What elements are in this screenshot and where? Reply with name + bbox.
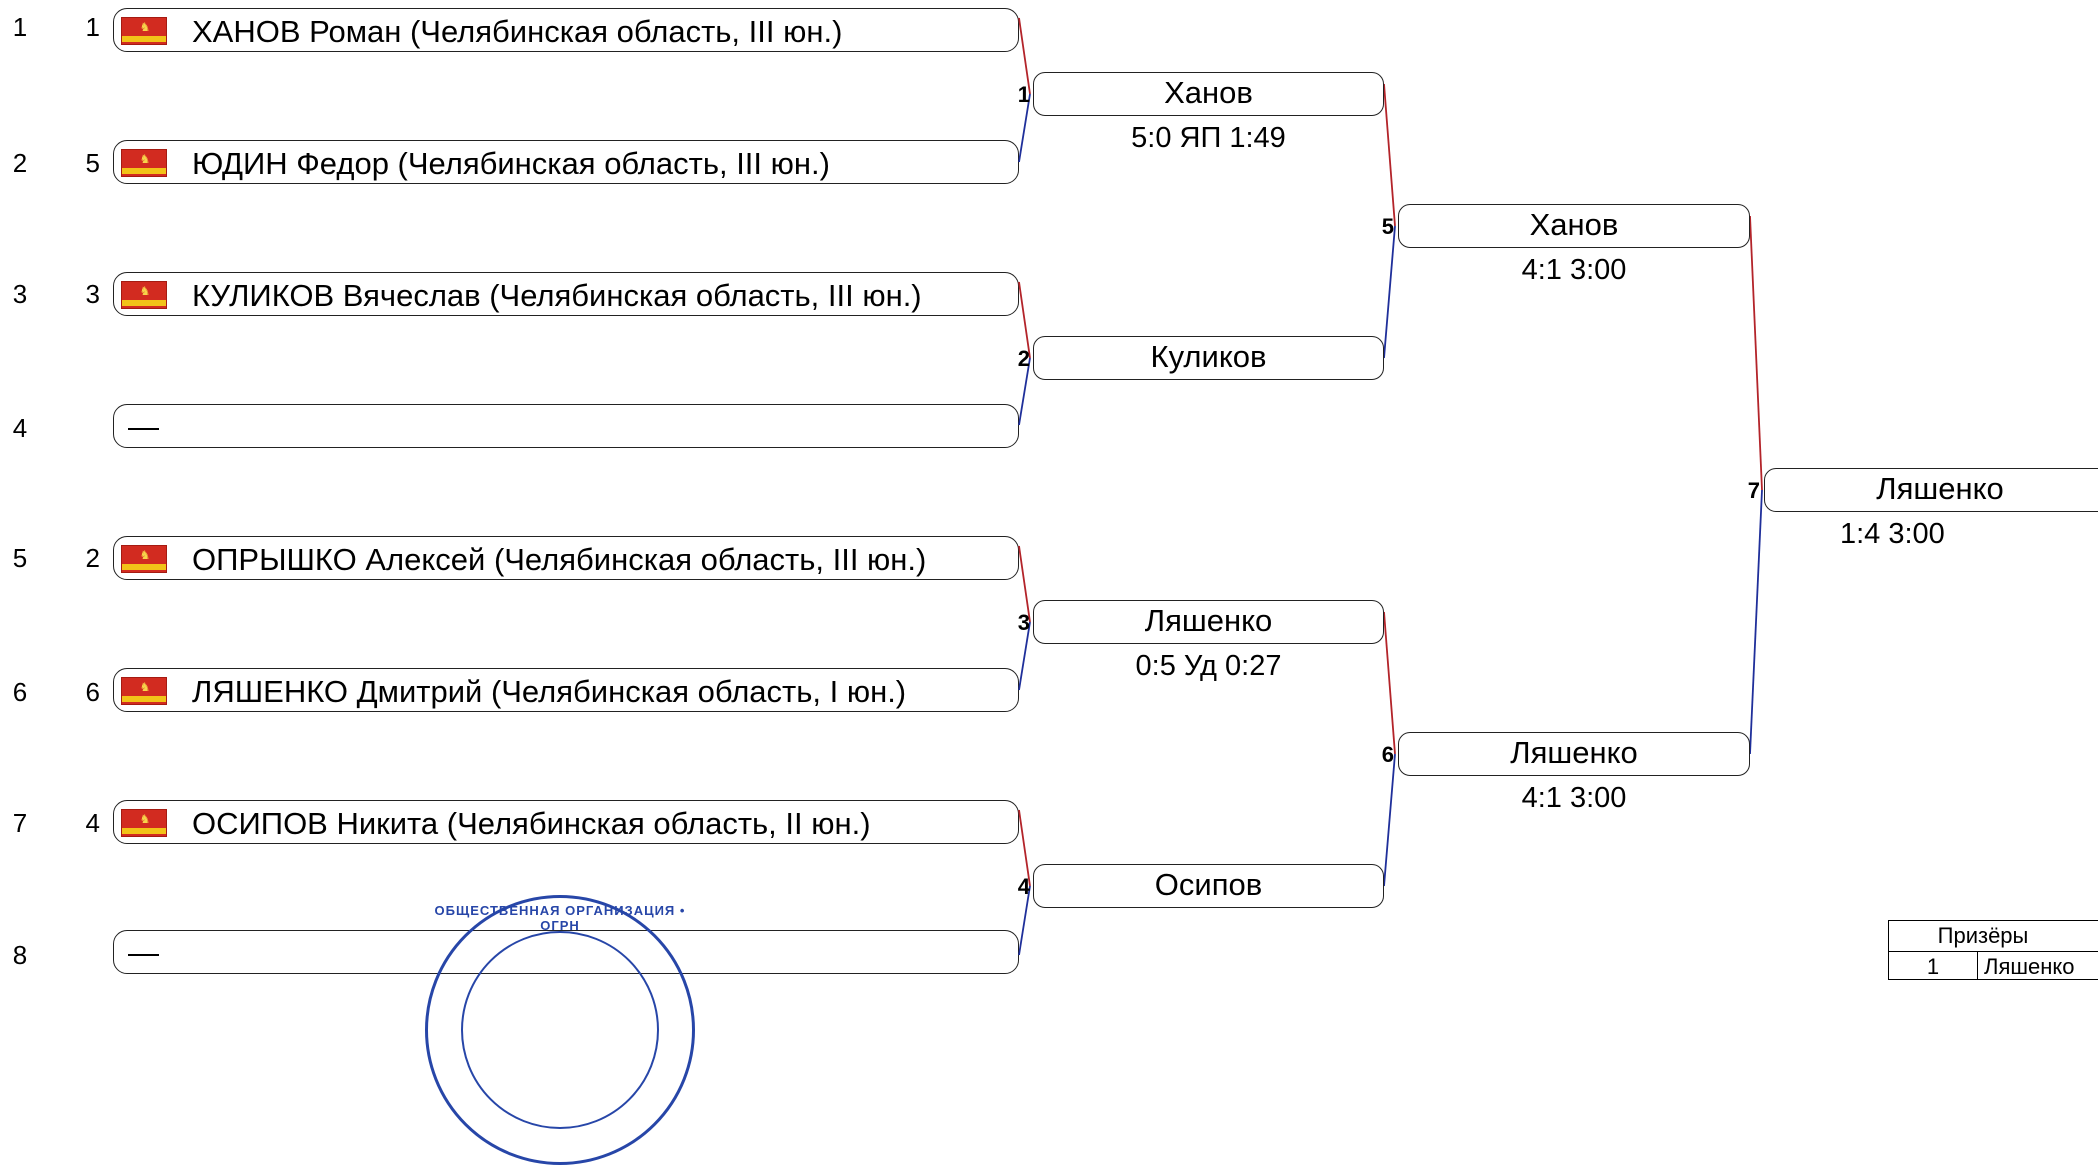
match-number: 4 [1017, 874, 1030, 899]
match-winner-box[interactable]: Осипов [1033, 864, 1384, 908]
flag-icon: ♞ [121, 677, 167, 705]
row-number: 5 [12, 543, 28, 573]
match-score: 0:5 Уд 0:27 [1135, 650, 1282, 682]
match-number: 2 [1017, 346, 1030, 371]
participant-box[interactable]: ♞ ХАНОВ Роман (Челябинская область, III … [113, 8, 1019, 52]
match-winner-box[interactable]: Ляшенко [1398, 732, 1750, 776]
match-score: 1:4 3:00 [1840, 518, 1945, 550]
match-score: 4:1 3:00 [1521, 782, 1627, 814]
row-number: 2 [12, 148, 28, 178]
seed-number: 2 [85, 543, 100, 573]
flag-icon: ♞ [121, 545, 167, 573]
participant-name: ОСИПОВ Никита (Челябинская область, II ю… [192, 806, 871, 841]
match-number: 5 [1381, 214, 1394, 239]
match-winner-box[interactable]: Ханов [1033, 72, 1384, 116]
flag-icon: ♞ [121, 809, 167, 837]
participant-box[interactable]: ♞ ЛЯШЕНКО Дмитрий (Челябинская область, … [113, 668, 1019, 712]
flag-icon: ♞ [121, 17, 167, 45]
match-winner-box[interactable]: Ляшенко [1033, 600, 1384, 644]
match-number: 1 [1017, 82, 1030, 107]
participant-box[interactable]: ♞ ОСИПОВ Никита (Челябинская область, II… [113, 800, 1019, 844]
match-number: 3 [1017, 610, 1030, 635]
match-winner-box[interactable]: Куликов [1033, 336, 1384, 380]
prize-row: 1 Ляшенко [1889, 952, 2098, 980]
participant-box-empty[interactable]: — [113, 404, 1019, 448]
bracket-lines [1018, 17, 1763, 956]
prize-table: Призёры 1 Ляшенко [1888, 920, 2098, 980]
row-number: 7 [12, 808, 28, 838]
seed-number: 4 [85, 808, 100, 838]
seal-text: ОБЩЕСТВЕННАЯ ОРГАНИЗАЦИЯ • ОГРН [434, 903, 686, 933]
participant-box[interactable]: ♞ ОПРЫШКО Алексей (Челябинская область, … [113, 536, 1019, 580]
prize-name: Ляшенко [1984, 954, 2075, 979]
match-winner-box[interactable]: Ханов [1398, 204, 1750, 248]
participant-name: ЛЯШЕНКО Дмитрий (Челябинская область, I … [192, 674, 907, 709]
seed-number: 1 [85, 12, 100, 42]
participant-box[interactable]: ♞ ЮДИН Федор (Челябинская область, III ю… [113, 140, 1019, 184]
row-number: 1 [12, 12, 28, 42]
row-number: 3 [12, 279, 28, 309]
match-score: 5:0 ЯП 1:49 [1131, 122, 1286, 154]
participant-name: ХАНОВ Роман (Челябинская область, III юн… [192, 14, 843, 49]
row-number: 6 [12, 677, 28, 707]
participant-name: КУЛИКОВ Вячеслав (Челябинская область, I… [192, 278, 922, 313]
seed-number: 3 [85, 279, 100, 309]
match-number: 7 [1747, 478, 1760, 503]
row-number: 8 [12, 940, 28, 970]
match-score: 4:1 3:00 [1521, 254, 1627, 286]
participant-name: ОПРЫШКО Алексей (Челябинская область, II… [192, 542, 927, 577]
participant-name: — [128, 935, 159, 970]
flag-icon: ♞ [121, 281, 167, 309]
participant-name: — [128, 409, 159, 444]
seed-number: 6 [85, 677, 100, 707]
prize-place: 1 [1889, 952, 1978, 980]
seed-number: 5 [85, 148, 100, 178]
flag-icon: ♞ [121, 149, 167, 177]
participant-name: ЮДИН Федор (Челябинская область, III юн.… [192, 146, 830, 181]
final-winner-box[interactable]: Ляшенко [1764, 468, 2098, 512]
participant-box[interactable]: ♞ КУЛИКОВ Вячеслав (Челябинская область,… [113, 272, 1019, 316]
match-number: 6 [1381, 742, 1394, 767]
row-number: 4 [12, 413, 28, 443]
prize-table-title: Призёры [1889, 921, 2098, 952]
